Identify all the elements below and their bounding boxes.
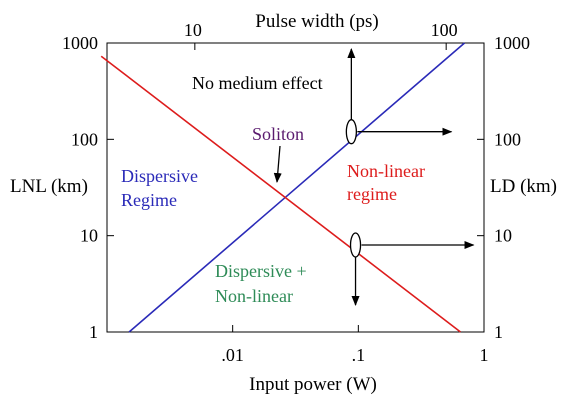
- x-axis-title: Input power (W): [249, 374, 377, 395]
- annotation-layer: [273, 48, 475, 307]
- y-tick-label-left: 1000: [62, 33, 98, 53]
- top-tick-label: 10: [184, 20, 202, 40]
- y-tick-label-left: 1: [89, 322, 98, 342]
- label-nonlinear-regime-line2: regime: [347, 184, 397, 204]
- series-line-nonlinear: [100, 55, 461, 333]
- label-both-regime-line1: Dispersive +: [215, 261, 307, 281]
- label-dispersive-regime-line2: Regime: [121, 190, 177, 210]
- y-tick-label-left: 100: [71, 129, 98, 149]
- label-no-medium-effect: No medium effect: [192, 73, 323, 93]
- series-layer: [100, 42, 466, 333]
- label-nonlinear-regime-line1: Non-linear: [347, 161, 425, 181]
- top-tick-label: 100: [431, 20, 458, 40]
- y-tick-label-right: 1: [494, 322, 503, 342]
- label-soliton: Soliton: [252, 124, 304, 144]
- y-tick-label-right: 10: [494, 226, 512, 246]
- y-tick-label-left: 10: [80, 226, 98, 246]
- label-both-regime-line2: Non-linear: [215, 286, 293, 306]
- x-tick-label: .01: [221, 345, 244, 365]
- label-dispersive-regime-line1: Dispersive: [121, 166, 198, 186]
- x-tick-label: .1: [352, 345, 366, 365]
- y-tick-label-right: 1000: [494, 33, 530, 53]
- top-axis-title: Pulse width (ps): [255, 11, 379, 32]
- y-tick-label-right: 100: [494, 129, 521, 149]
- x-tick-label: 1: [480, 345, 489, 365]
- plot-frame: [106, 42, 485, 333]
- right-axis-title: LD (km): [490, 176, 557, 197]
- soliton-arrow: [273, 145, 282, 183]
- upper-marker-ellipse: [345, 119, 358, 145]
- left-axis-title: LNL (km): [10, 176, 88, 197]
- lower-marker-ellipse: [349, 232, 362, 258]
- series-line-dispersive: [128, 42, 466, 333]
